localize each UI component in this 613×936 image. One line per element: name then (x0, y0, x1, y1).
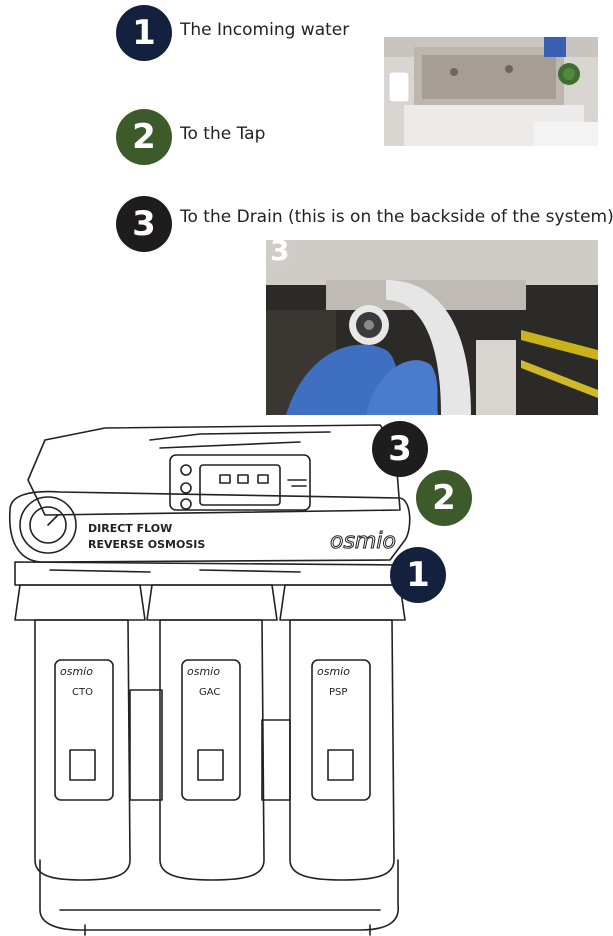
badge-1: 1 (116, 5, 172, 61)
system-diagram: osmio DIRECT FLOW REVERSE OSMOSIS osmio … (8, 424, 411, 936)
badge-2-number: 2 (132, 117, 156, 157)
filter-right-brand: osmio (317, 665, 350, 678)
filter-left-brand: osmio (60, 665, 93, 678)
filter-right-label: PSP (329, 687, 347, 698)
filter-left (14, 584, 146, 881)
top-housing (27, 424, 401, 516)
callout-2-number: 2 (432, 478, 456, 518)
legend-to-tap: To the Tap (180, 124, 266, 144)
badge-1-number: 1 (132, 13, 156, 53)
pressure-gauge (19, 496, 77, 554)
photo-incoming-fitting (384, 37, 598, 146)
filter-left-label: CTO (72, 687, 93, 698)
drain-photo-label: 3 (270, 240, 290, 267)
badge-3-number: 3 (132, 204, 156, 244)
diagram-panel-text-2: REVERSE OSMOSIS (88, 538, 205, 551)
diagram-brand: osmio (330, 529, 396, 554)
control-panel (169, 454, 311, 511)
badge-3: 3 (116, 196, 172, 252)
callout-1-number: 1 (406, 555, 430, 595)
photo-drain-fitting: 3 (266, 240, 598, 415)
callout-3-number: 3 (388, 429, 412, 469)
badge-2: 2 (116, 109, 172, 165)
legend-incoming-water: The Incoming water (180, 20, 350, 40)
filter-middle-brand: osmio (187, 665, 220, 678)
filter-middle-label: GAC (199, 687, 220, 698)
base-stand (39, 859, 399, 931)
legend-to-drain: To the Drain (this is on the backside of… (180, 207, 613, 227)
filter-middle (146, 584, 278, 881)
filter-right (279, 584, 406, 881)
front-band (8, 490, 411, 563)
diagram-panel-text-1: DIRECT FLOW (88, 522, 172, 535)
callout-1: 1 (390, 547, 446, 603)
callout-3: 3 (372, 421, 428, 477)
callout-2: 2 (416, 470, 472, 526)
